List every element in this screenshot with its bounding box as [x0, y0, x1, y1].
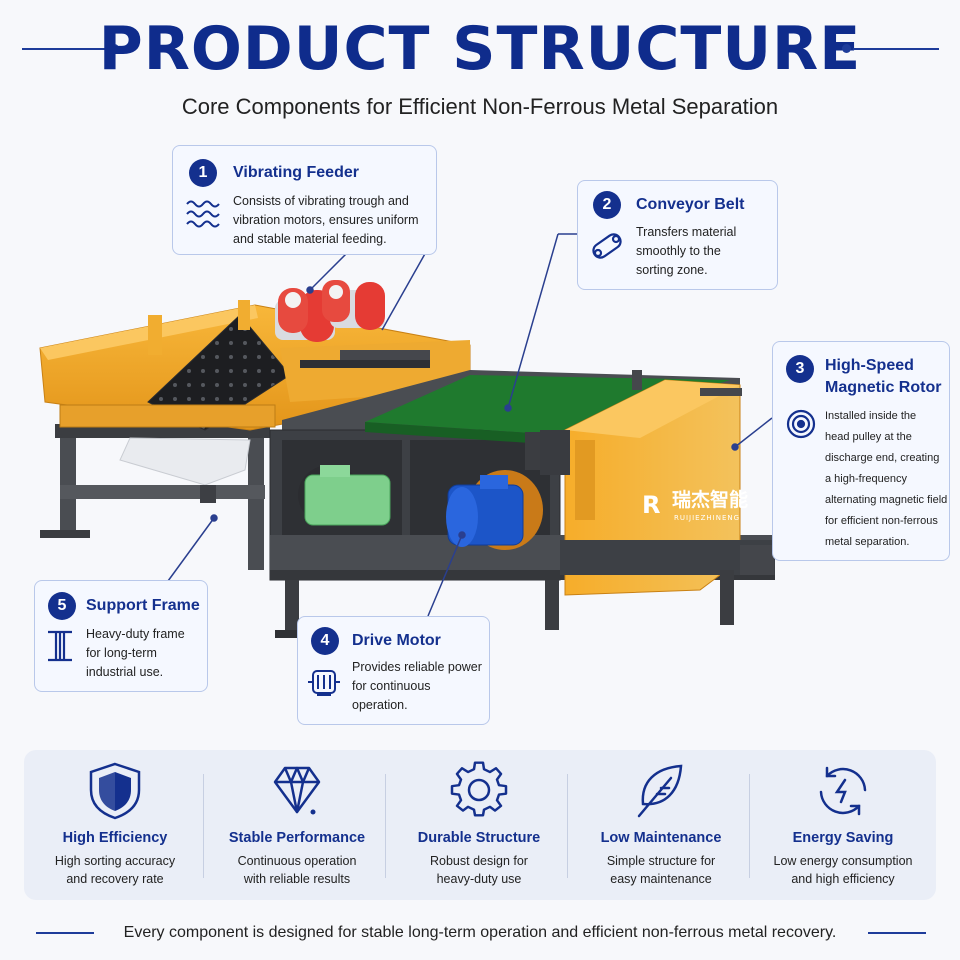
machine-logo-text: 瑞杰智能 — [672, 488, 748, 511]
title-line-right — [853, 48, 939, 50]
title-line-left — [22, 48, 108, 50]
callout-title: Conveyor Belt — [636, 196, 745, 213]
separator-body — [269, 370, 775, 638]
callout-title: Drive Motor — [352, 632, 441, 649]
callout-description: Transfers material smoothly to the sorti… — [636, 225, 737, 277]
feature-divider — [749, 774, 750, 878]
feature-description: Continuous operation with reliable resul… — [237, 854, 357, 886]
diamond-icon — [273, 766, 321, 815]
feature-stable-performance: Stable Performance Continuous operation … — [206, 750, 388, 900]
feature-title: High Efficiency — [62, 830, 168, 846]
callout-conveyor-belt: 2 Conveyor Belt Transfers material smoot… — [577, 180, 778, 290]
callout-description: Heavy-duty frame for long-term industria… — [86, 627, 185, 679]
footer-line-left — [36, 932, 94, 934]
callout-title: High-Speed Magnetic Rotor — [825, 357, 942, 396]
blue-drive-motor — [446, 470, 543, 550]
page-title: PRODUCT STRUCTURE — [98, 14, 862, 84]
callout-title: Vibrating Feeder — [233, 164, 359, 181]
leader-lines — [167, 233, 773, 617]
feature-high-efficiency: High Efficiency High sorting accuracy an… — [24, 750, 206, 900]
feature-title: Low Maintenance — [600, 830, 722, 846]
callout-title: Support Frame — [86, 597, 200, 614]
title-dot-right — [842, 44, 851, 53]
feature-energy-saving: Energy Saving Low energy consumption and… — [752, 750, 934, 900]
callout-magnetic-rotor: 3 High-Speed Magnetic Rotor Installed in… — [772, 341, 950, 561]
feature-divider — [385, 774, 386, 878]
machine-logo-mark: R — [642, 491, 660, 519]
magnetic-rotor-housing: R 瑞杰智能 RUIJIEZHINENG — [540, 370, 775, 625]
header: PRODUCT STRUCTURE — [0, 8, 960, 88]
feature-durable-structure: Durable Structure Robust design for heav… — [388, 750, 570, 900]
feature-low-maintenance: Low Maintenance Simple structure for eas… — [570, 750, 752, 900]
callout-vibrating-feeder: 1 Vibrating Feeder Consists of vibrating… — [172, 145, 437, 255]
feature-divider — [567, 774, 568, 878]
rotor-icon — [786, 409, 816, 439]
callout-number-badge: 4 — [311, 627, 339, 655]
leaf-icon — [637, 764, 683, 818]
feature-description: Simple structure for easy maintenance — [606, 854, 716, 886]
callout-number-badge: 2 — [593, 191, 621, 219]
page-subtitle: Core Components for Efficient Non-Ferrou… — [181, 94, 779, 119]
callout-number-badge: 3 — [786, 355, 814, 383]
callout-number-badge: 5 — [48, 592, 76, 620]
callout-drive-motor: 4 Drive Motor Provides reliable power fo… — [297, 616, 490, 725]
features-strip: High Efficiency High sorting accuracy an… — [24, 750, 936, 900]
motor-icon — [308, 670, 340, 696]
belt-icon — [592, 233, 622, 259]
machine-illustration: R 瑞杰智能 RUIJIEZHINENG — [39, 233, 775, 638]
cycle-icon — [819, 766, 867, 816]
callout-description: Installed inside the head pulley at the … — [825, 410, 948, 548]
i-beam-icon — [48, 630, 72, 662]
feature-divider — [203, 774, 204, 878]
vibration-motors — [275, 280, 385, 342]
feature-description: Robust design for heavy-duty use — [430, 854, 528, 886]
waves-icon — [186, 200, 220, 228]
footer-line-right — [868, 932, 926, 934]
feature-description: High sorting accuracy and recovery rate — [54, 854, 176, 886]
feature-title: Durable Structure — [417, 830, 541, 846]
callout-number-badge: 1 — [189, 159, 217, 187]
green-motor — [298, 465, 391, 526]
footer-note: Every component is designed for stable l… — [123, 924, 837, 941]
callout-support-frame: 5 Support Frame Heavy-duty frame for lon… — [34, 580, 208, 692]
feature-title: Stable Performance — [228, 830, 366, 846]
feature-title: Energy Saving — [792, 830, 894, 846]
support-frame — [40, 424, 270, 570]
callout-description: Provides reliable power for continuous o… — [352, 660, 482, 712]
title-dot-left — [110, 44, 119, 53]
callout-description: Consists of vibrating trough and vibrati… — [233, 194, 419, 246]
shield-icon — [89, 762, 141, 820]
machine-logo-subtext: RUIJIEZHINENG — [674, 514, 740, 522]
gear-icon — [450, 761, 508, 817]
feature-description: Low energy consumption and high efficien… — [773, 854, 913, 886]
